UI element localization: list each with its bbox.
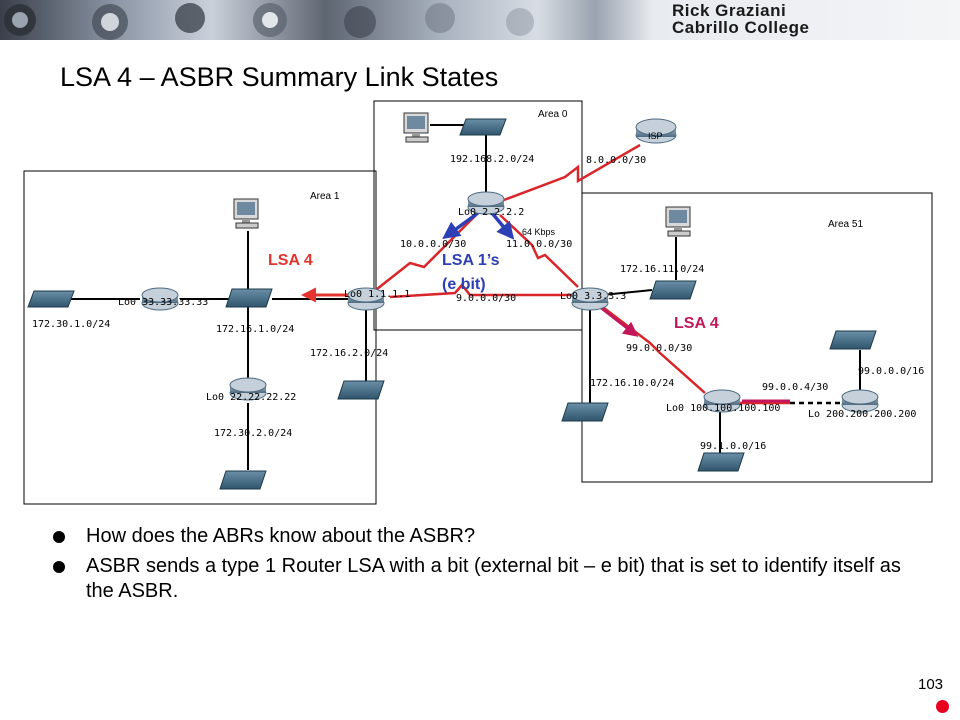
network-label: 99.0.0.0/16 bbox=[858, 366, 924, 377]
area-51-label: Area 51 bbox=[828, 219, 863, 230]
router-icon bbox=[571, 287, 609, 311]
pc-icon bbox=[403, 112, 429, 143]
network-label: 172.16.11.0/24 bbox=[620, 264, 704, 275]
lsa1-label-line2: (e bit) bbox=[442, 276, 486, 293]
area-1-label: Area 1 bbox=[310, 191, 340, 202]
router-r22-label: Lo0 22.22.22.22 bbox=[206, 392, 296, 403]
lsa4-right-arrow bbox=[599, 305, 639, 337]
network-diagram: Area 0 Area 1 Area 51 bbox=[23, 100, 933, 505]
brand-line-2: Cabrillo College bbox=[672, 18, 810, 37]
router-icon bbox=[467, 191, 505, 215]
lsa4-left-label: LSA 4 bbox=[268, 252, 313, 269]
lsa1-arrow-right bbox=[490, 211, 515, 240]
pc-icon bbox=[233, 198, 259, 229]
wan-links bbox=[371, 143, 790, 405]
network-label: 8.0.0.0/30 bbox=[586, 155, 646, 166]
network-label: 99.0.0.4/30 bbox=[762, 382, 828, 393]
bandwidth-label: 64 Kbps bbox=[522, 227, 556, 237]
area-0-label: Area 0 bbox=[538, 109, 568, 120]
router-icon bbox=[229, 377, 267, 401]
router-icon bbox=[347, 287, 385, 311]
slide-title: LSA 4 – ASBR Summary Link States bbox=[60, 62, 499, 92]
lsa4-right-label: LSA 4 bbox=[674, 315, 719, 332]
brand-name: Rick Graziani Cabrillo College bbox=[672, 2, 960, 38]
network-label: 172.16.10.0/24 bbox=[590, 378, 674, 389]
banner-decoration bbox=[4, 3, 534, 40]
network-label: 172.30.1.0/24 bbox=[32, 319, 110, 330]
bullet-text: ASBR sends a type 1 Router LSA with a bi… bbox=[86, 555, 901, 602]
area-51-box bbox=[581, 192, 933, 483]
router-r200-label: Lo 200.200.200.200 bbox=[808, 409, 916, 420]
lsa1-label-line1: LSA 1’s bbox=[442, 252, 500, 269]
switch-icon bbox=[561, 402, 609, 422]
switch-icon bbox=[27, 290, 75, 308]
network-label: 172.16.1.0/24 bbox=[216, 324, 294, 335]
router-icon bbox=[841, 389, 879, 413]
switch-icon bbox=[459, 118, 507, 136]
network-label: 172.16.2.0/24 bbox=[310, 348, 388, 359]
bullet-text: How does the ABRs know about the ASBR? bbox=[86, 525, 476, 547]
red-dot-icon bbox=[936, 700, 949, 713]
header-banner: Rick Graziani Cabrillo College bbox=[0, 0, 960, 40]
router-r33-label: Lo0 33.33.33.33 bbox=[118, 297, 208, 308]
network-label: 99.1.0.0/16 bbox=[700, 441, 766, 452]
router-icon bbox=[703, 389, 741, 413]
router-icon bbox=[141, 287, 179, 311]
network-label: 11.0.0.0/30 bbox=[506, 239, 572, 250]
router-r2-label: Lo0 2.2.2.2 bbox=[458, 207, 524, 218]
network-label: 192.168.2.0/24 bbox=[450, 154, 534, 165]
switch-icon bbox=[219, 470, 267, 490]
isp-label: ISP bbox=[648, 131, 663, 141]
page-number: 103 bbox=[918, 676, 944, 693]
router-r1-label: Lo0 1.1.1.1 bbox=[344, 289, 410, 300]
network-label: 9.0.0.0/30 bbox=[456, 293, 516, 304]
switch-icon bbox=[649, 280, 697, 300]
switch-icon bbox=[697, 452, 745, 472]
network-label: 172.30.2.0/24 bbox=[214, 428, 292, 439]
bullet-item: ASBR sends a type 1 Router LSA with a bi… bbox=[50, 554, 910, 604]
bullet-dot-icon bbox=[53, 561, 65, 573]
router-r3-label: Lo0 3.3.3.3 bbox=[560, 291, 626, 302]
brand-line-1: Rick Graziani bbox=[672, 1, 787, 20]
pc-icon bbox=[665, 206, 691, 237]
router-icon bbox=[635, 118, 677, 144]
router-r100-label: Lo0 100.100.100.100 bbox=[666, 403, 780, 414]
lsa1-arrow-left bbox=[442, 211, 480, 240]
area-1-box bbox=[23, 170, 377, 505]
bullet-list: How does the ABRs know about the ASBR? A… bbox=[50, 524, 910, 609]
switch-icon bbox=[337, 380, 385, 400]
network-label: 10.0.0.0/30 bbox=[400, 239, 466, 250]
bullet-dot-icon bbox=[53, 531, 65, 543]
switch-icon bbox=[225, 288, 273, 308]
bullet-item: How does the ABRs know about the ASBR? bbox=[50, 524, 910, 549]
network-label: 99.0.0.0/30 bbox=[626, 343, 692, 354]
switch-icon bbox=[829, 330, 877, 350]
